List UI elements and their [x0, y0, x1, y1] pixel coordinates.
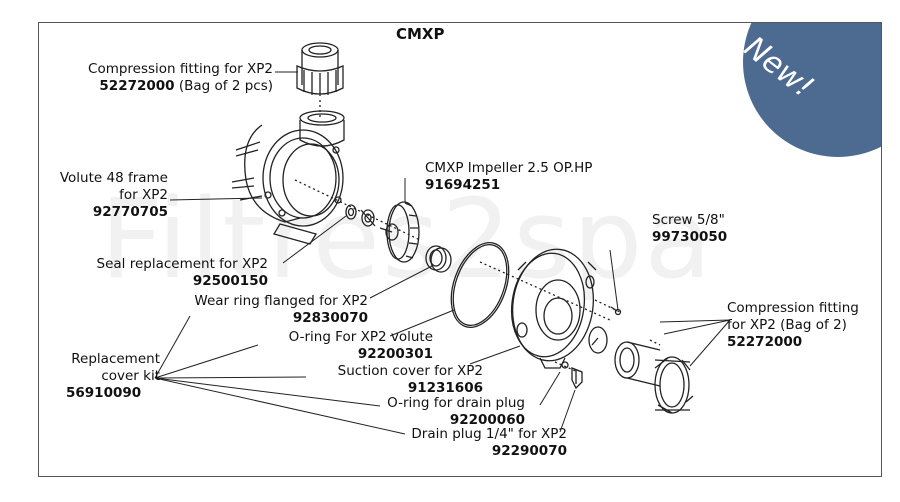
label-impeller: CMXP Impeller 2.5 OP.HP 91694251: [425, 160, 593, 193]
diagram-frame: [38, 22, 882, 477]
screw-part: [610, 306, 622, 316]
volute-part: [231, 110, 345, 245]
label-volute: Volute 48 frame for XP2 92770705: [59, 170, 168, 220]
label-screw: Screw 5/8" 99730050: [652, 212, 728, 245]
label-seal: Seal replacement for XP2 92500150: [96, 256, 269, 289]
new-badge: [743, 23, 881, 157]
drain-plug-part: [571, 367, 583, 390]
seal-part: [345, 204, 376, 227]
compression-fitting-top-part: [296, 42, 344, 96]
impeller-part: [379, 201, 420, 263]
label-compression-fitting-top: Compression fitting for XP2 52272000 (Ba…: [88, 61, 273, 94]
label-compression-fitting-right: Compression fitting for XP2 (Bag of 2) 5…: [727, 300, 859, 350]
diagram-title: CMXP: [396, 25, 445, 43]
wear-ring-part: [425, 245, 452, 273]
compression-fitting-right-part: [614, 341, 694, 414]
label-suction-cover: Suction cover for XP2 91231606: [337, 363, 483, 396]
oring-right-part: [588, 326, 608, 354]
label-wear-ring: Wear ring flanged for XP2 92830070: [194, 293, 368, 326]
label-oring-volute: O-ring For XP2 volute 92200301: [288, 329, 433, 362]
oring-drain-part: [561, 361, 569, 369]
label-drain-plug: Drain plug 1/4" for XP2 92290070: [411, 426, 567, 459]
oring-volute-part: [450, 242, 510, 328]
label-oring-drain: O-ring for drain plug 92200060: [387, 395, 525, 428]
label-replacement-cover-kit: Replacement cover kit 56910090: [66, 351, 160, 401]
leader-lines: [154, 71, 731, 435]
suction-cover-part: [510, 248, 599, 369]
